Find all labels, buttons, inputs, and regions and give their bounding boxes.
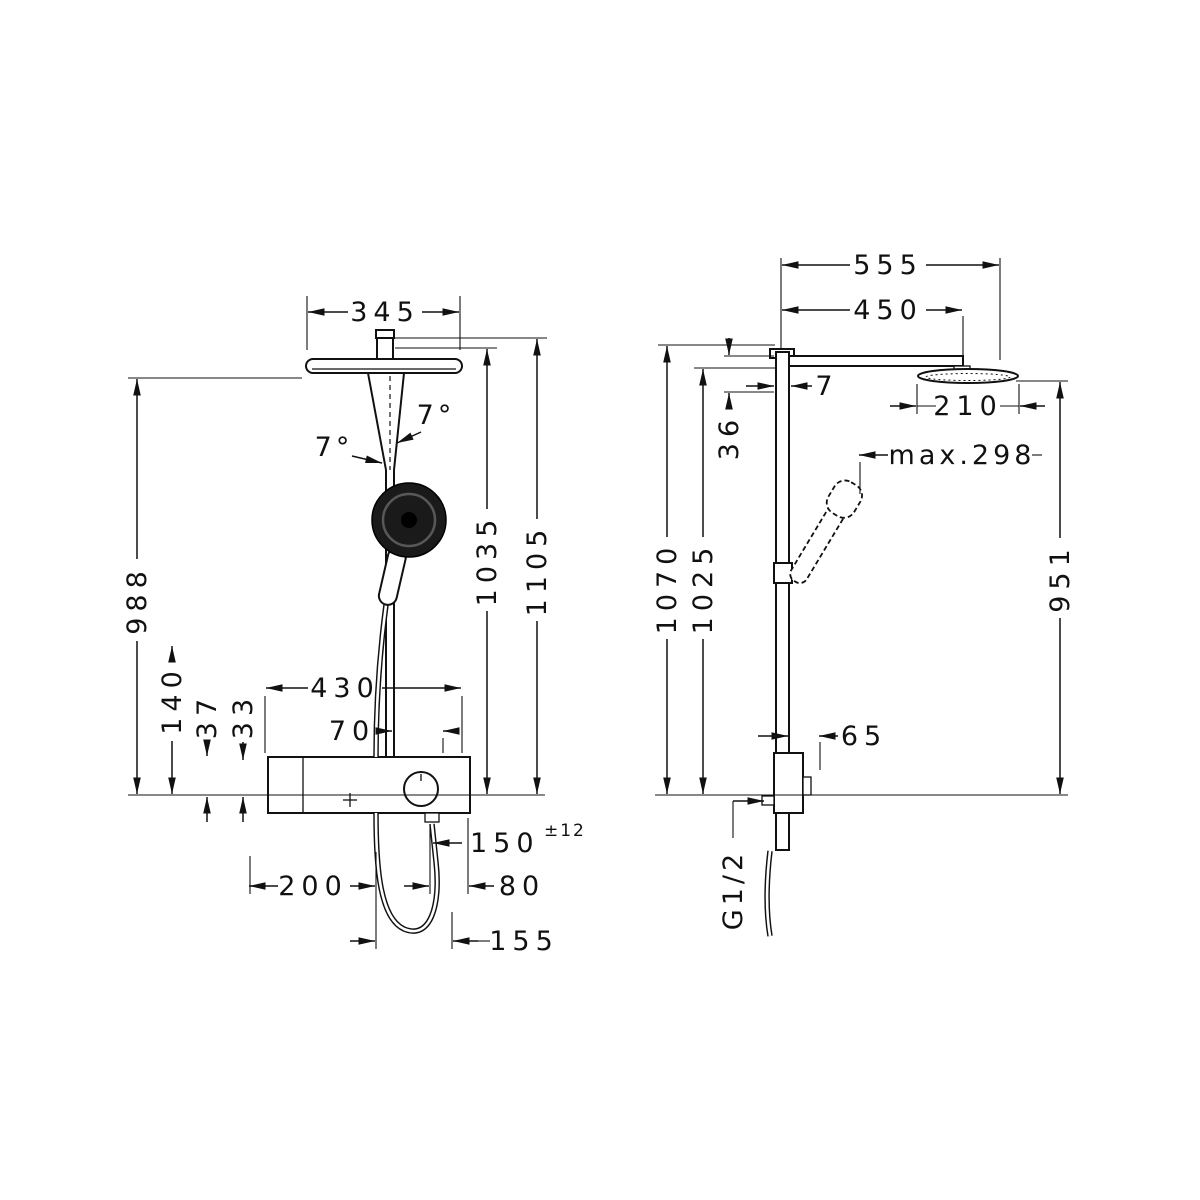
dim-label-210: 210 <box>933 391 1003 422</box>
dim-label-65: 65 <box>841 721 887 752</box>
side-view-labels: 555 450 7 36 210 max.298 1070 1025 951 6… <box>652 250 1076 930</box>
dim-label-450: 450 <box>853 295 923 326</box>
dim-label-80: 80 <box>499 871 545 902</box>
knob-side <box>802 776 812 796</box>
hand-shower-side <box>789 479 863 584</box>
dim-label-1105: 1105 <box>522 524 553 617</box>
front-view-dimensions <box>128 296 547 949</box>
dim-label-33: 33 <box>228 693 259 739</box>
dim-label-36: 36 <box>714 414 745 460</box>
overhead-shower-side <box>917 368 1019 384</box>
dim-label-200: 200 <box>278 871 348 902</box>
dim-label-555: 555 <box>853 250 923 281</box>
shower-arm-stem <box>376 336 394 360</box>
dim-label-1035: 1035 <box>472 514 503 607</box>
dim-label-angle-left: 7° <box>315 432 354 463</box>
front-view-labels: 345 7° 7° 988 140 37 33 430 70 1035 1105… <box>122 297 586 957</box>
front-view-structure <box>267 329 471 934</box>
dim-label-1070: 1070 <box>652 542 683 635</box>
side-view-structure <box>761 348 1019 937</box>
dim-label-thread-g12: G1/2 <box>718 850 749 930</box>
dim-label-150-tolerance: ±12 <box>544 821 586 841</box>
dim-label-155: 155 <box>489 926 559 957</box>
dim-label-430: 430 <box>310 673 380 704</box>
dim-label-951: 951 <box>1045 543 1076 613</box>
dim-label-1025: 1025 <box>688 542 719 635</box>
shower-arm-side <box>788 355 964 367</box>
dim-label-37: 37 <box>192 693 223 739</box>
dim-label-988: 988 <box>122 565 153 635</box>
dim-label-345: 345 <box>350 297 420 328</box>
overhead-shower-plate <box>305 358 463 374</box>
dim-label-angle-right: 7° <box>417 400 456 431</box>
thermostat-body <box>267 756 471 814</box>
hand-shower-holder <box>773 562 793 584</box>
dim-label-max298: max.298 <box>889 440 1036 471</box>
dim-label-70: 70 <box>329 716 375 747</box>
dim-label-150: 150 <box>470 828 540 859</box>
shower-bar-side <box>775 351 790 851</box>
dim-label-140: 140 <box>157 665 188 735</box>
thermostat-knob <box>403 771 439 807</box>
hose-outlet <box>424 812 440 823</box>
side-view-dimensions <box>655 258 1068 838</box>
dim-label-7: 7 <box>815 371 838 402</box>
thermostat-body-side <box>773 752 804 814</box>
